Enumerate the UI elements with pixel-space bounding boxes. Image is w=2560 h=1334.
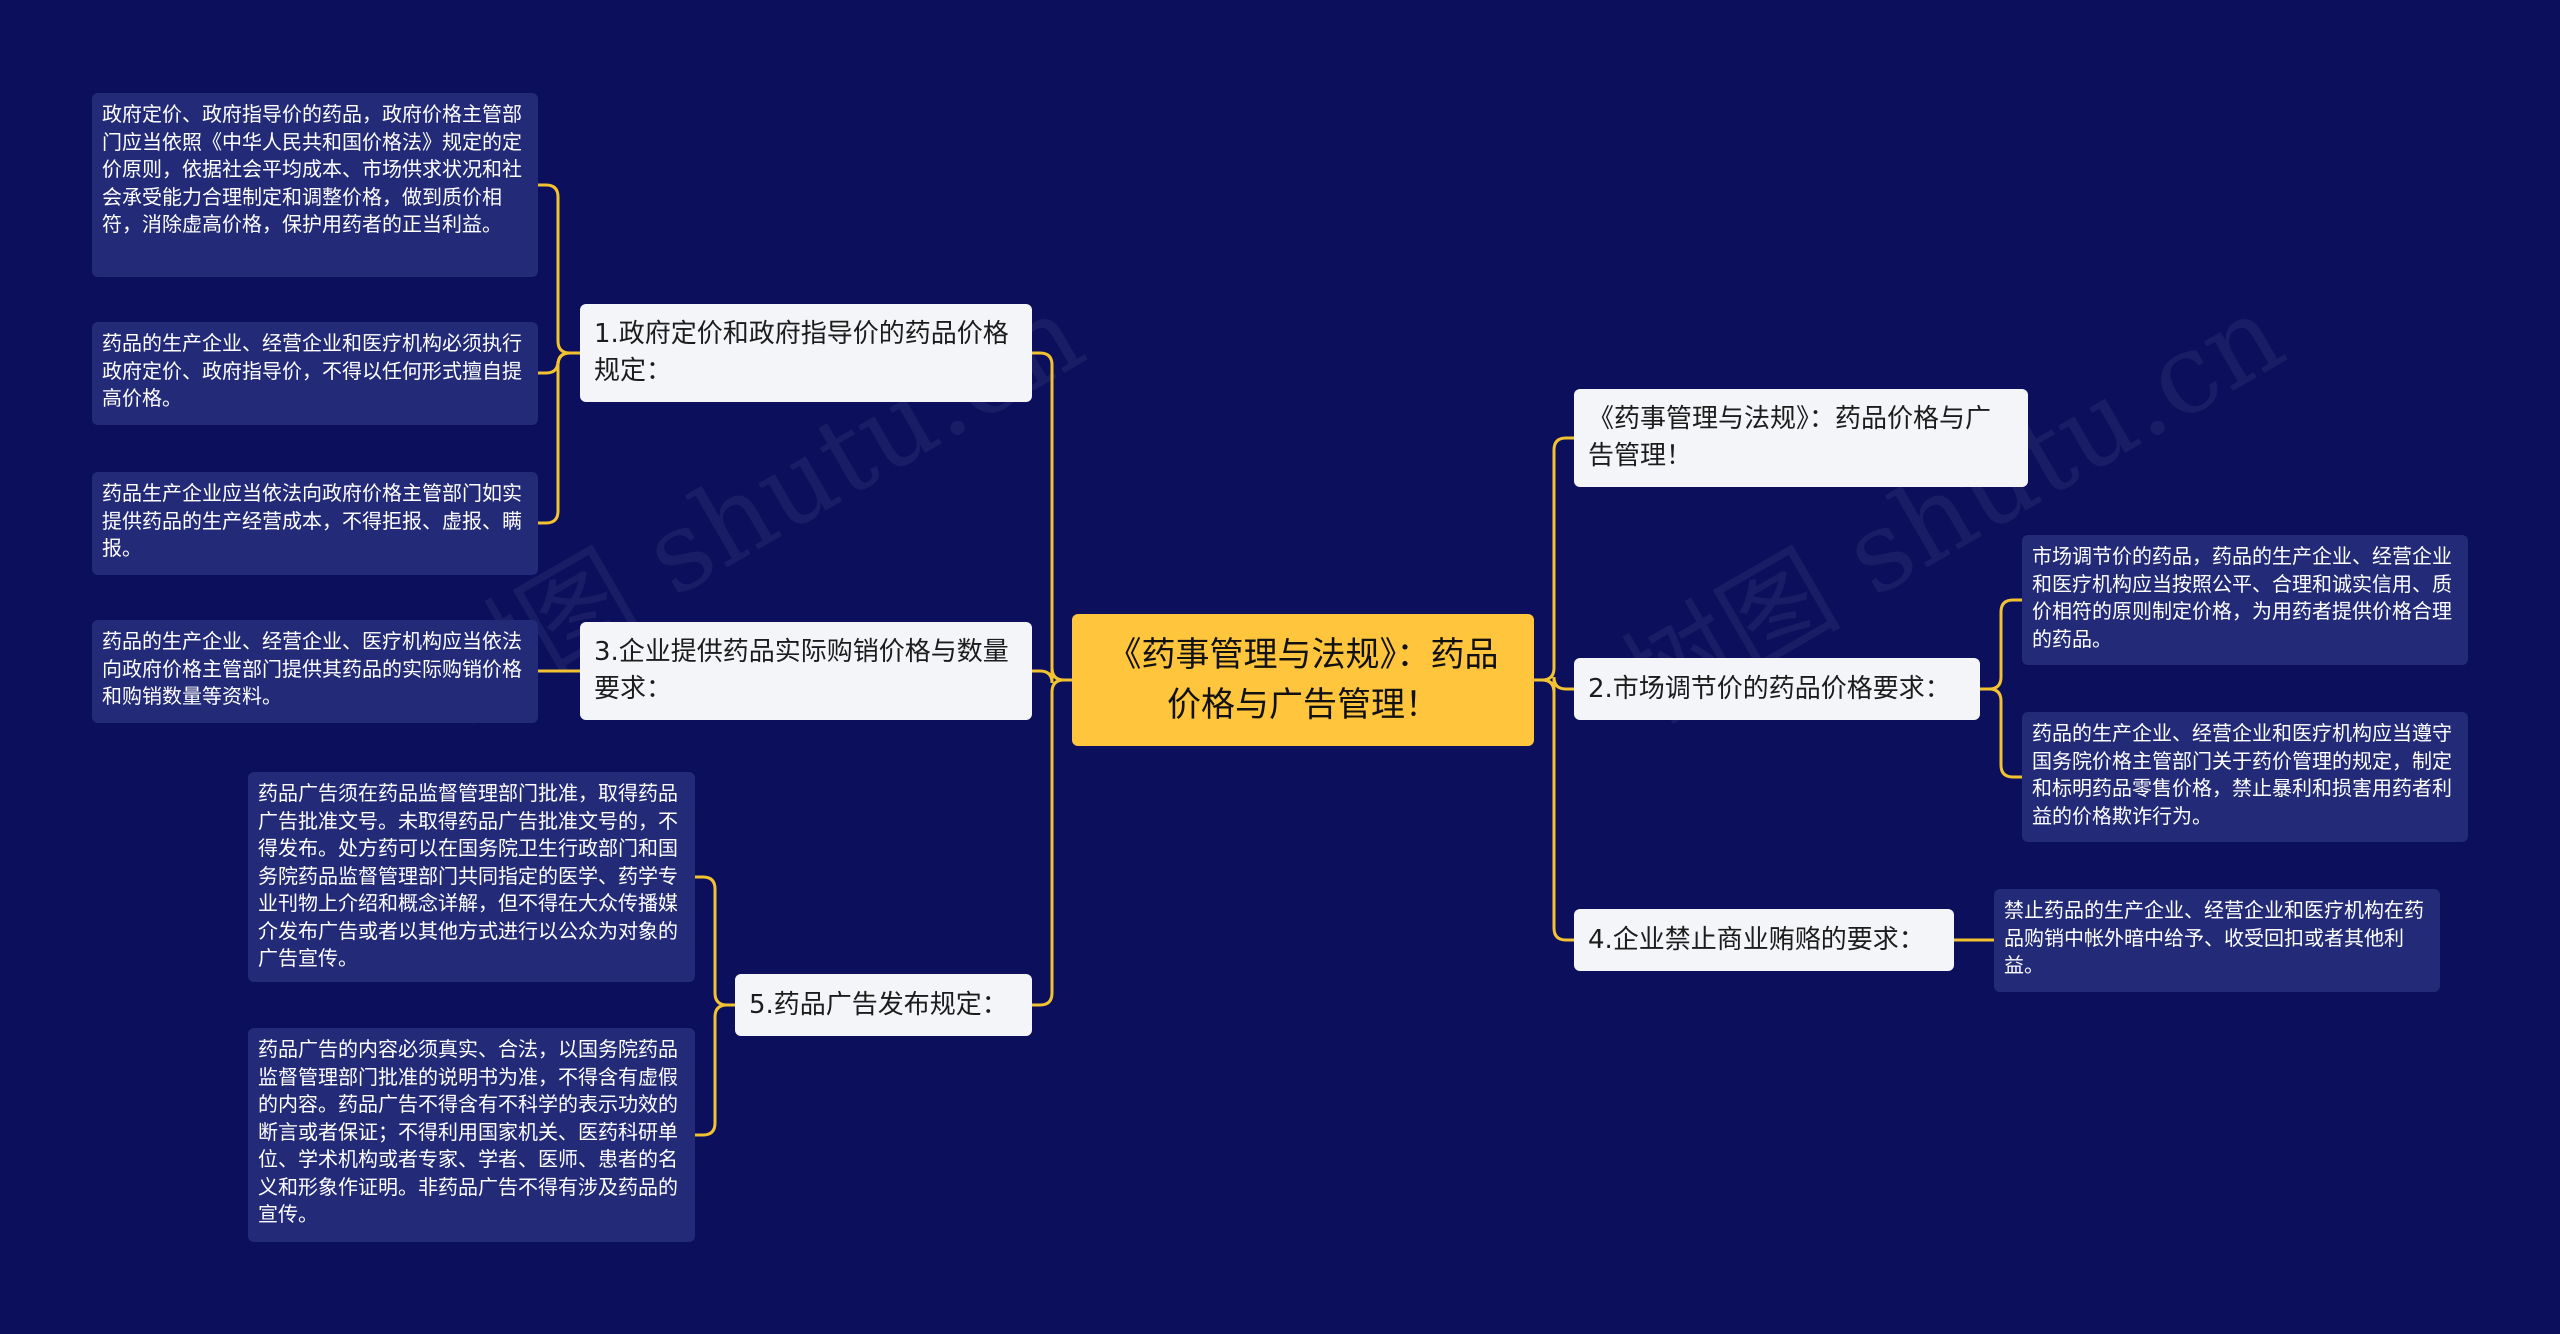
connector-ad-rules-leaf-2 [695,1003,735,1137]
branch-ad-rules[interactable]: 5.药品广告发布规定： [735,974,1032,1036]
connector-center-branch-ad-rules [1032,678,1072,1007]
branch-actual-price-report[interactable]: 3.企业提供药品实际购销价格与数量要求： [580,622,1032,720]
leaf-market-price-1: 市场调节价的药品，药品的生产企业、经营企业和医疗机构应当按照公平、合理和诚实信用… [2022,535,2468,665]
connector-gov-pricing-leaf-3 [538,351,580,525]
branch-anti-bribery[interactable]: 4.企业禁止商业贿赂的要求： [1574,909,1954,971]
leaf-ad-rules-2: 药品广告的内容必须真实、合法，以国务院药品监督管理部门批准的说明书为准，不得含有… [248,1028,695,1242]
leaf-actual-price-1: 药品的生产企业、经营企业、医疗机构应当依法向政府价格主管部门提供其药品的实际购销… [92,620,538,723]
leaf-gov-pricing-3: 药品生产企业应当依法向政府价格主管部门如实提供药品的生产经营成本，不得拒报、虚报… [92,472,538,575]
central-topic[interactable]: 《药事管理与法规》：药品价格与广告管理！ [1072,614,1534,746]
leaf-gov-pricing-2: 药品的生产企业、经营企业和医疗机构必须执行政府定价、政府指导价，不得以任何形式擅… [92,322,538,425]
leaf-ad-rules-1: 药品广告须在药品监督管理部门批准，取得药品广告批准文号。未取得药品广告批准文号的… [248,772,695,982]
connector-center-branch-anti-bribery [1534,678,1574,942]
leaf-market-price-2: 药品的生产企业、经营企业和医疗机构应当遵守国务院价格主管部门关于药价管理的规定，… [2022,712,2468,842]
leaf-anti-bribery-1: 禁止药品的生产企业、经营企业和医疗机构在药品购销中帐外暗中给予、收受回扣或者其他… [1994,889,2440,992]
connector-market-price-leaf-1 [1980,598,2022,691]
connector-market-price-leaf-2 [1980,687,2022,779]
branch-market-price[interactable]: 2.市场调节价的药品价格要求： [1574,658,1980,720]
connector-center-branch-title-repeat [1534,436,1574,682]
connector-ad-rules-leaf-1 [695,875,735,1007]
connector-gov-pricing-leaf-1 [538,183,580,355]
branch-title-repeat[interactable]: 《药事管理与法规》：药品价格与广告管理！ [1574,389,2028,487]
leaf-gov-pricing-1: 政府定价、政府指导价的药品，政府价格主管部门应当依照《中华人民共和国价格法》规定… [92,93,538,277]
connector-center-branch-gov-pricing [1032,351,1072,682]
branch-gov-pricing[interactable]: 1.政府定价和政府指导价的药品价格规定： [580,304,1032,402]
